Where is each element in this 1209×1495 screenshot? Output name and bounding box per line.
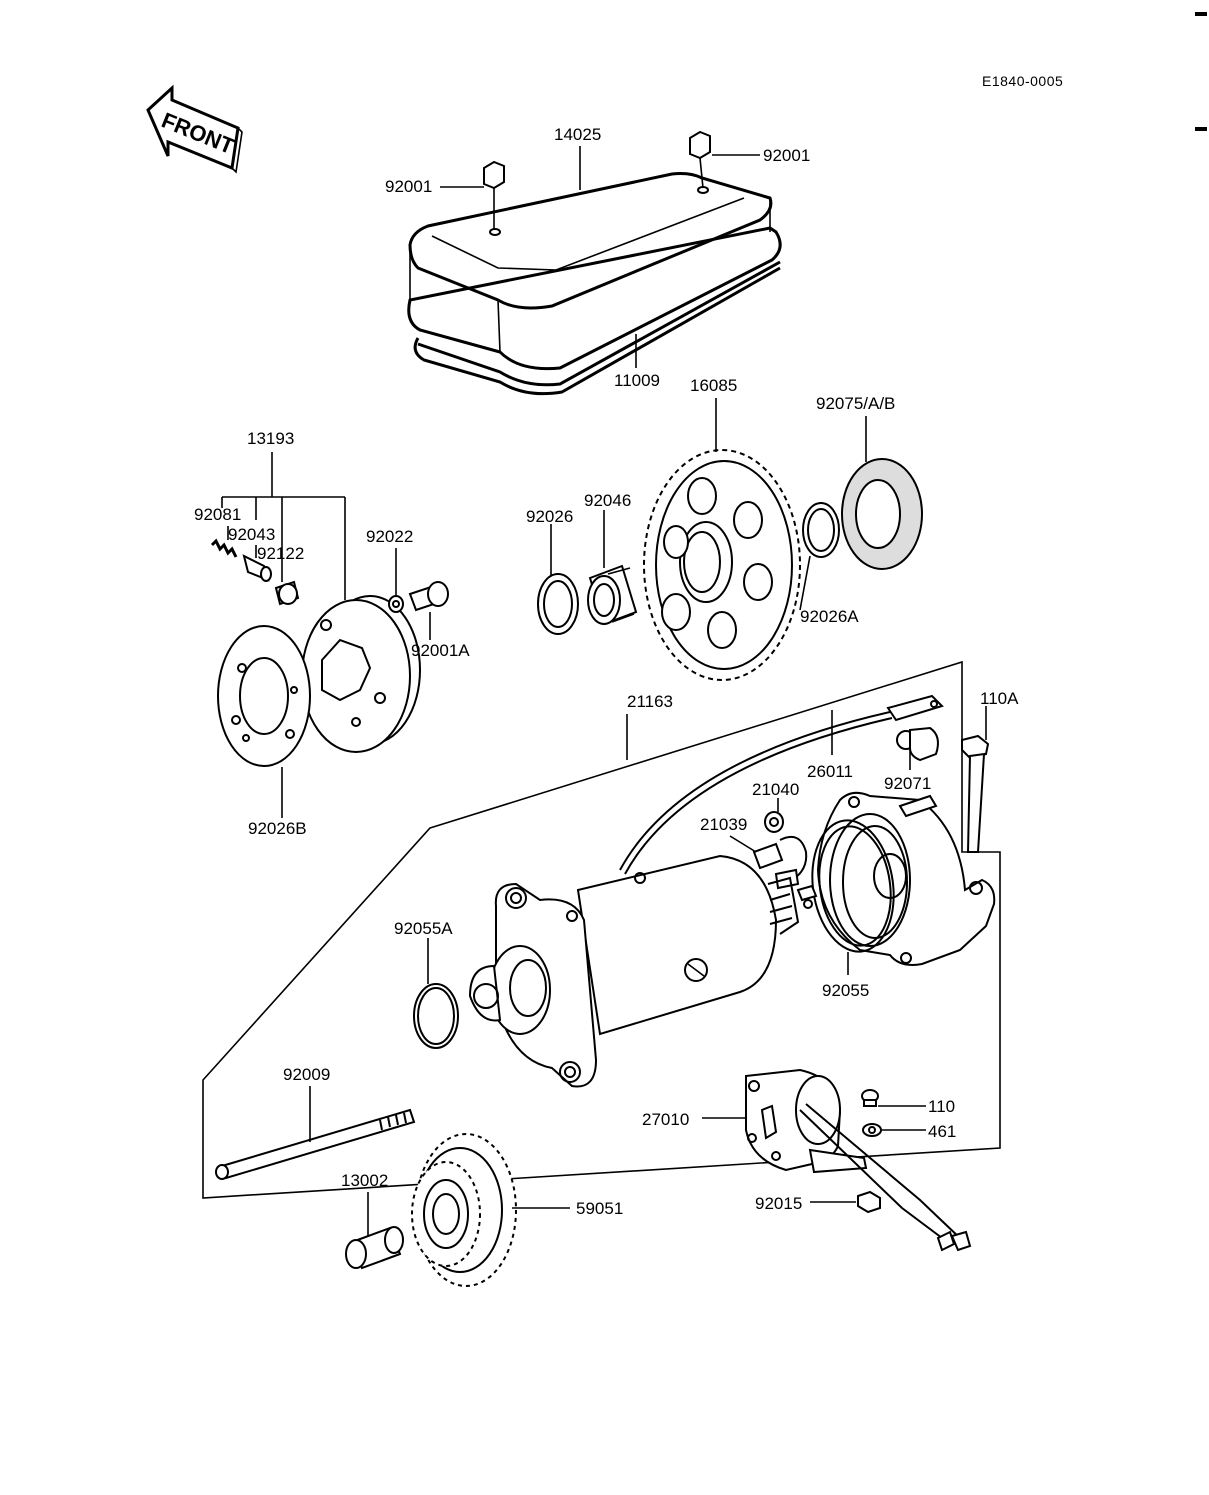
relay-nut — [857, 1190, 881, 1214]
label-21039: 21039 — [700, 815, 747, 834]
diagram-code: E1840-0005 — [982, 73, 1063, 89]
cable-boot — [896, 726, 939, 762]
label-92026A: 92026A — [800, 607, 859, 626]
assembly-box — [202, 660, 1001, 1199]
label-92055: 92055 — [822, 981, 869, 1000]
label-461: 461 — [928, 1122, 956, 1141]
label-13002: 13002 — [341, 1171, 388, 1190]
label-92055A: 92055A — [394, 919, 453, 938]
washer-92022 — [388, 595, 404, 613]
gear-shaft-sleeve — [345, 1226, 404, 1270]
label-21163: 21163 — [627, 692, 673, 711]
label-26011: 26011 — [807, 762, 853, 781]
corner-mark-top — [1195, 12, 1207, 16]
end-cover-bolt — [961, 734, 990, 853]
label-92009: 92009 — [283, 1065, 330, 1084]
reduction-gear — [411, 1133, 517, 1287]
starter-motor — [468, 854, 813, 1088]
label-92026B: 92026B — [248, 819, 307, 838]
label-110A: 110A — [980, 689, 1019, 708]
label-92043: 92043 — [228, 525, 275, 544]
label-59051: 59051 — [576, 1199, 623, 1218]
label-92001A: 92001A — [411, 641, 470, 660]
label-11009: 11009 — [614, 371, 660, 390]
starter-relay — [745, 1068, 972, 1252]
label-16085: 16085 — [690, 376, 737, 395]
label-92075: 92075/A/B — [816, 394, 895, 413]
clutch-cap — [274, 580, 300, 606]
needle-bearing — [587, 564, 638, 626]
starter-end-cover — [816, 791, 996, 966]
label-14025: 14025 — [554, 125, 601, 144]
label-92015: 92015 — [755, 1194, 802, 1213]
clutch-bolt — [408, 581, 449, 612]
label-21040: 21040 — [752, 780, 799, 799]
starter-cover — [407, 172, 782, 396]
label-92081: 92081 — [194, 505, 241, 524]
gear-spacer-ring — [841, 458, 923, 570]
label-92122: 92122 — [257, 544, 304, 563]
cover-bolt-left — [483, 160, 505, 230]
corner-mark-mid — [1195, 127, 1207, 131]
relay-washer — [862, 1123, 882, 1137]
label-92022: 92022 — [366, 527, 413, 546]
o-ring-92055A — [413, 983, 459, 1049]
label-92001-left: 92001 — [385, 177, 432, 196]
cover-bolt-right — [689, 130, 711, 189]
clutch-plate — [217, 625, 311, 767]
relay-bolt — [861, 1089, 879, 1107]
clutch-spring — [210, 538, 238, 558]
front-label: FRONT — [158, 107, 238, 159]
label-110: 110 — [928, 1097, 955, 1116]
label-13193: 13193 — [247, 429, 294, 448]
label-92071: 92071 — [884, 774, 931, 793]
label-92046: 92046 — [584, 491, 631, 510]
label-92026: 92026 — [526, 507, 573, 526]
leader-13193 — [221, 452, 346, 600]
one-way-clutch — [301, 595, 421, 753]
front-arrow-icon: FRONT — [146, 84, 243, 174]
clutch-pin — [242, 554, 272, 582]
label-92001-right: 92001 — [763, 146, 810, 165]
through-bolt — [215, 1108, 416, 1180]
label-27010: 27010 — [642, 1110, 689, 1129]
starter-cable — [619, 694, 944, 875]
starter-idle-gear — [643, 449, 801, 681]
